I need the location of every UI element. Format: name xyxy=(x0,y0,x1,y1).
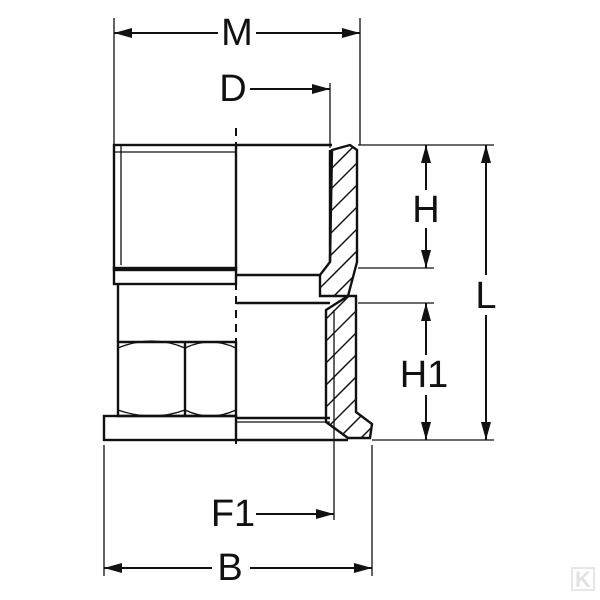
upper-wall-hatching xyxy=(320,145,357,296)
dimension-m: M xyxy=(113,12,361,145)
label-b: B xyxy=(217,547,242,589)
label-h1: H1 xyxy=(400,354,449,396)
label-d: D xyxy=(219,68,246,110)
label-f1: F1 xyxy=(211,493,255,535)
dimension-d: D xyxy=(219,68,331,148)
svg-text:K: K xyxy=(575,567,591,592)
dimension-h: H xyxy=(358,144,494,269)
label-l: L xyxy=(475,275,496,317)
label-h: H xyxy=(412,189,439,231)
fitting-body-external xyxy=(102,143,238,442)
hex-nut xyxy=(116,340,238,418)
watermark-logo: K xyxy=(571,567,595,592)
fitting-body-section xyxy=(236,143,374,442)
dimension-f1: F1 xyxy=(211,310,335,535)
dimension-l: L xyxy=(372,145,497,441)
dimension-b: B xyxy=(103,445,373,589)
label-m: M xyxy=(221,12,253,54)
dimension-h1: H1 xyxy=(358,302,449,440)
